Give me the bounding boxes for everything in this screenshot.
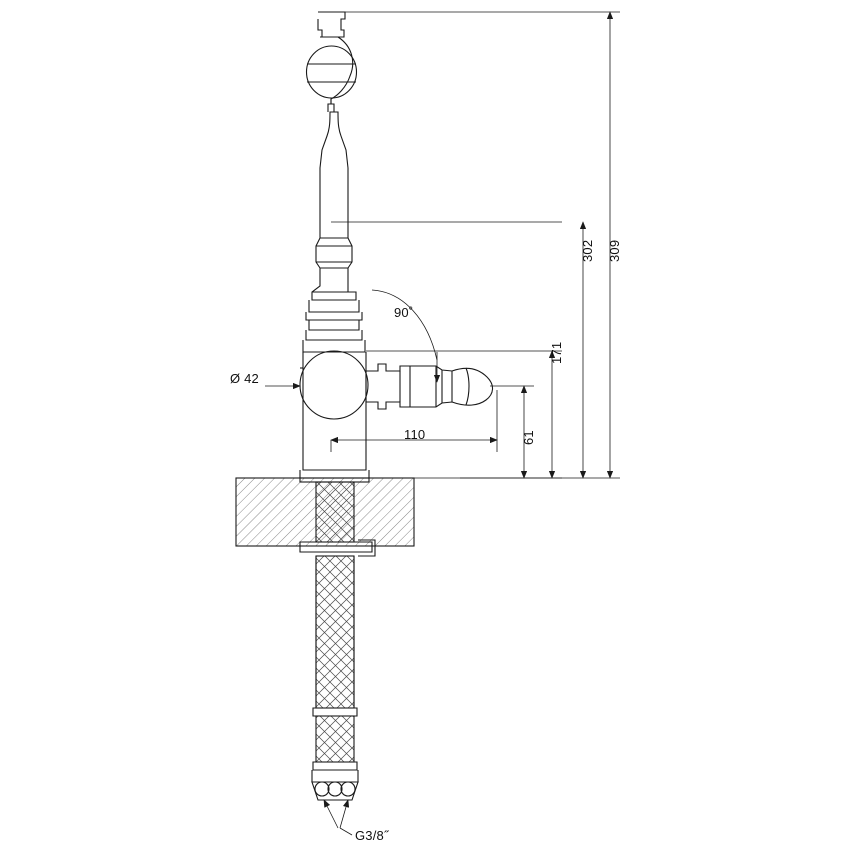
tap-lever-handle — [365, 363, 494, 410]
tap-shank-assembly — [299, 470, 376, 801]
dimension-lines — [265, 11, 620, 836]
dimension-label-overall-height: 309 — [607, 239, 622, 262]
dimension-label-body-diameter: Ø 42 — [230, 371, 259, 386]
tap-spherical-joint — [299, 350, 369, 471]
dimension-label-spout-height: 302 — [580, 239, 595, 262]
tap-body-outline — [302, 11, 366, 353]
dimension-label-lever-reach: 110 — [404, 427, 426, 442]
dimension-label-supply-thread: G3/8˝ — [355, 828, 389, 843]
dimension-label-handle-height: 171 — [549, 341, 564, 364]
dimension-label-lever-height: 61 — [521, 430, 536, 445]
dimension-label-handle-angle: 90˚ — [394, 305, 414, 320]
